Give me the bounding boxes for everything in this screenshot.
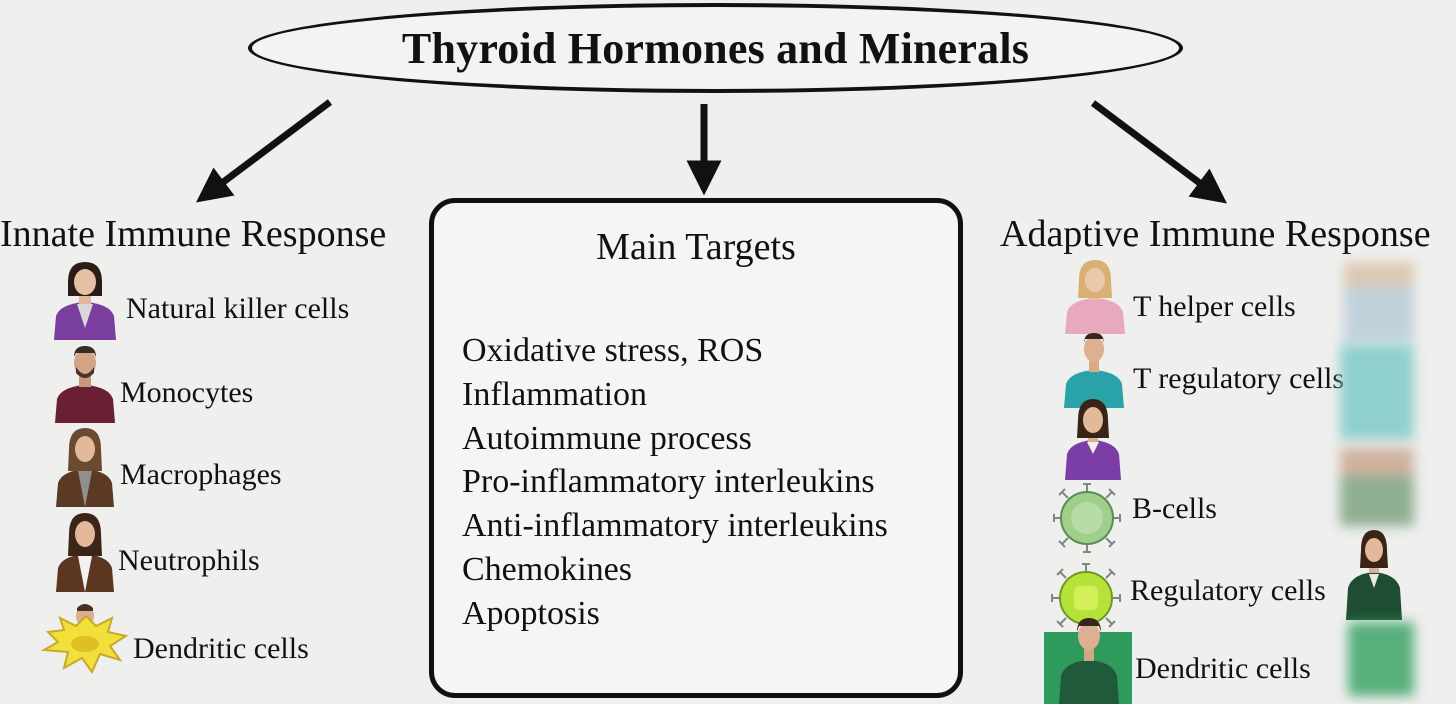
woman-dark-green-coat-icon — [1346, 530, 1402, 620]
main-targets-list: Oxidative stress, ROS Inflammation Autoi… — [462, 329, 888, 636]
innate-item-label: Neutrophils — [118, 544, 260, 577]
woman-purple-cardigan-icon — [54, 262, 116, 340]
innate-item-label: Macrophages — [120, 458, 282, 491]
man-maroon-sweater-icon — [55, 346, 115, 423]
target-item: Anti-inflammatory interleukins — [462, 507, 888, 545]
adaptive-item-label: T regulatory cells — [1133, 362, 1345, 395]
target-item: Inflammation — [462, 375, 648, 413]
target-item: Chemokines — [462, 550, 632, 588]
blurred-person-icon — [1340, 344, 1414, 440]
woman-pink-top-icon — [1065, 260, 1125, 334]
woman-brown-blazer-icon — [56, 513, 114, 592]
adaptive-heading: Adaptive Immune Response — [1000, 213, 1431, 255]
title-ellipse: Thyroid Hormones and Minerals — [248, 3, 1183, 93]
woman-purple-dress-icon — [1065, 399, 1121, 480]
man-green-sweater-icon — [1059, 618, 1119, 704]
diagram-title: Thyroid Hormones and Minerals — [401, 23, 1030, 73]
arrow-to-innate — [196, 99, 333, 203]
adaptive-item-label: Regulatory cells — [1130, 574, 1326, 607]
blurred-green-panel — [1348, 622, 1414, 696]
woman-brown-jacket-icon — [56, 428, 114, 507]
adaptive-item-label: B-cells — [1132, 492, 1217, 525]
main-targets-title: Main Targets — [596, 226, 796, 268]
innate-item-label: Natural killer cells — [126, 292, 350, 325]
target-item: Autoimmune process — [462, 419, 752, 457]
target-item: Oxidative stress, ROS — [462, 332, 764, 369]
innate-item-label: Monocytes — [120, 376, 254, 409]
dendritic-cell-icon — [40, 604, 129, 675]
main-targets-box: Main Targets Oxidative stress, ROS Infla… — [429, 198, 963, 698]
b-cell-icon — [1053, 483, 1121, 553]
blurred-person-icon — [1344, 262, 1414, 342]
man-teal-shirt-icon — [1064, 333, 1124, 408]
arrow-to-adaptive — [1090, 100, 1227, 204]
adaptive-item-label: Dendritic cells — [1135, 652, 1311, 685]
innate-item-label: Dendritic cells — [133, 632, 309, 665]
innate-heading: Innate Immune Response — [0, 213, 387, 255]
adaptive-item-label: T helper cells — [1133, 290, 1296, 323]
blurred-person-icon — [1340, 448, 1414, 526]
target-item: Pro-inflammatory interleukins — [462, 463, 875, 501]
target-item: Apoptosis — [462, 594, 600, 632]
